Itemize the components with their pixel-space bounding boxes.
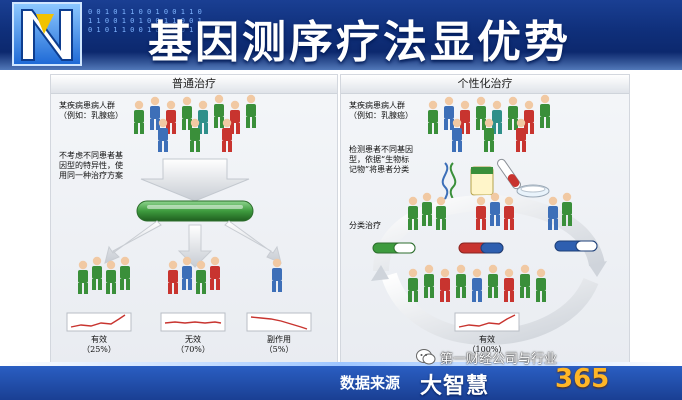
personalized-treatment-panel: 个性化治疗 某疾病患病人群 （例如：乳腺癌） 检测患者不同基因 型，依据“生物标…: [340, 74, 630, 366]
patient-figure: [408, 268, 418, 302]
patient-figure: [210, 256, 220, 290]
patient-crowd: [428, 94, 550, 152]
channel-logo-icon: [12, 2, 82, 66]
treatment-description: 不考虑不同患者基 因型的特异性，使 用同一种治疗方案: [59, 151, 123, 180]
patient-figure: [214, 94, 224, 128]
patient-figure: [516, 118, 526, 152]
group-label: 某疾病患病人群 （例如：乳腺癌）: [59, 101, 123, 120]
effective-group: [78, 256, 130, 294]
ineffective-trend-chart: [160, 312, 226, 332]
green-pill-icon: [372, 242, 416, 254]
blue-pill-icon: [554, 240, 598, 252]
down-arrow-icon: [140, 158, 250, 202]
brand-number: 365: [555, 364, 610, 394]
patient-figure: [540, 94, 550, 128]
sorted-group-b: [476, 192, 514, 230]
petri-dish-icon: [516, 184, 550, 198]
patient-figure: [444, 96, 454, 130]
patient-figure: [504, 268, 514, 302]
patient-figure: [134, 100, 144, 134]
patient-figure: [472, 268, 482, 302]
patient-figure: [476, 96, 486, 130]
patient-figure: [520, 264, 530, 298]
patient-figure: [424, 264, 434, 298]
patient-figure: [440, 268, 450, 302]
specimen-cup-icon: [470, 166, 494, 196]
panel-title-conventional: 普通治疗: [51, 75, 337, 94]
patient-figure: [272, 258, 282, 292]
patient-figure: [158, 118, 168, 152]
patient-crowd: [134, 94, 256, 152]
patient-figure: [78, 260, 88, 294]
header-banner: 0 0 1 0 1 1 0 0 1 0 0 1 1 0 1 1 0 0 1 0 …: [0, 0, 682, 70]
red-blue-pill-icon: [458, 242, 504, 254]
sorted-treatment-label: 分类治疗: [349, 221, 381, 230]
result-ineffective: 无效 （70%）: [176, 335, 210, 354]
cycle-arrows: [371, 194, 607, 346]
patient-figure: [92, 256, 102, 290]
patient-figure: [484, 118, 494, 152]
patient-figure: [508, 96, 518, 130]
watermark-text: 第一财经公司与行业: [440, 352, 558, 367]
header-sweep: [0, 52, 682, 70]
patient-figure: [196, 260, 206, 294]
data-source-label: 数据来源: [340, 374, 401, 392]
patient-figure: [190, 118, 200, 152]
patient-figure: [168, 260, 178, 294]
patient-figure: [106, 260, 116, 294]
patient-figure: [548, 196, 558, 230]
branch-arrows: [104, 220, 282, 268]
page-title: 基因测序疗法显优势: [148, 17, 571, 68]
personalized-diagram: [371, 94, 607, 346]
detection-description: 检测患者不同基因 型，依据“生物标 记物”将患者分类: [349, 145, 413, 174]
patient-figure: [436, 196, 446, 230]
result-personalized: 有效 （100%）: [467, 335, 507, 354]
wechat-icon: [416, 349, 436, 365]
patient-figure: [246, 94, 256, 128]
test-tube-icon: [497, 158, 521, 190]
patient-figure: [452, 118, 462, 152]
effective-trend-chart: [66, 312, 132, 332]
patient-figure: [222, 118, 232, 152]
patient-figure: [476, 196, 486, 230]
side-effect-trend-chart: [246, 312, 312, 332]
patient-figure: [150, 96, 160, 130]
footer-bar: [0, 362, 682, 400]
personalized-trend-chart: [454, 312, 520, 332]
patient-figure: [182, 96, 192, 130]
panel-title-personalized: 个性化治疗: [341, 75, 629, 94]
side-effect-group: [272, 258, 282, 292]
result-effective: 有效 （25%）: [82, 335, 116, 354]
treated-group: [408, 264, 546, 302]
patient-figure: [488, 264, 498, 298]
patient-figure: [120, 256, 130, 290]
conventional-treatment-panel: 普通治疗 某疾病患病人群 （例如：乳腺癌） 不考虑不同患者基 因型的特异性，使 …: [50, 74, 338, 366]
group-label: 某疾病患病人群 （例如：乳腺癌）: [349, 101, 413, 120]
brand-name: 大智慧: [420, 374, 490, 399]
result-side-effect: 副作用 （5%）: [264, 335, 294, 354]
conventional-diagram: [66, 94, 312, 332]
pill-icon: [136, 200, 254, 222]
patient-figure: [456, 264, 466, 298]
patient-figure: [536, 268, 546, 302]
patient-figure: [504, 196, 514, 230]
patient-figure: [490, 192, 500, 226]
patient-figure: [182, 256, 192, 290]
patient-figure: [428, 100, 438, 134]
header-ticker: 0 0 1 0 1 1 0 0 1 0 0 1 1 0 1 1 0 0 1 0 …: [88, 8, 202, 34]
footer-highlight: [0, 362, 682, 366]
